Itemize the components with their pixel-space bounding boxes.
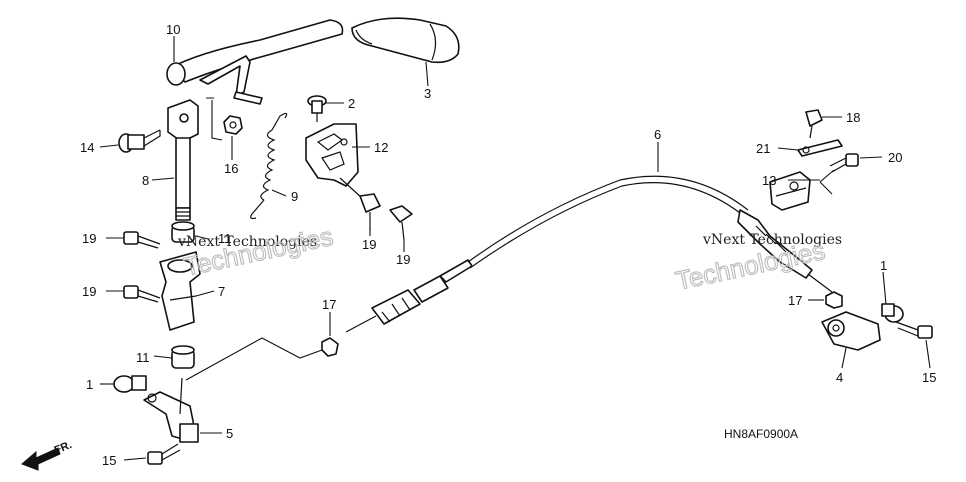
shift-arm bbox=[143, 377, 199, 443]
bolt-19-plate-right bbox=[389, 205, 413, 241]
bolt-20 bbox=[829, 153, 859, 173]
callout-17-left: 17 bbox=[322, 297, 336, 312]
watermark: vNext Technologies vNext Technologies Te… bbox=[177, 220, 842, 296]
watermark-big-left: Technologies bbox=[181, 221, 336, 282]
bolt-19-holder-upper bbox=[123, 231, 161, 249]
callout-8: 8 bbox=[142, 173, 149, 188]
watermark-right: vNext Technologies bbox=[702, 232, 842, 248]
pin-2 bbox=[307, 95, 327, 122]
callout-20: 20 bbox=[888, 150, 902, 165]
callout-12: 12 bbox=[374, 140, 388, 155]
callout-19-plate-right: 19 bbox=[396, 252, 410, 267]
return-spring bbox=[250, 112, 288, 220]
bolt-18 bbox=[805, 109, 823, 139]
callout-1-left: 1 bbox=[86, 377, 93, 392]
callout-11-lower: 11 bbox=[136, 350, 150, 365]
callout-9: 9 bbox=[291, 189, 298, 204]
front-direction-indicator: FR. bbox=[21, 439, 74, 471]
callout-7: 7 bbox=[218, 284, 225, 299]
callout-19-plate-left: 19 bbox=[362, 237, 376, 252]
shift-knob bbox=[351, 17, 460, 64]
bolt-19-holder-lower bbox=[123, 285, 161, 303]
bushing-11-lower bbox=[171, 345, 195, 369]
callout-labels: 10 3 2 12 14 16 8 9 19 19 19 19 11 7 11 … bbox=[80, 22, 936, 468]
nut-16 bbox=[223, 115, 243, 135]
nut-17-left bbox=[321, 337, 339, 357]
callout-14: 14 bbox=[80, 140, 94, 155]
callout-19-holder-lower: 19 bbox=[82, 284, 96, 299]
callout-3: 3 bbox=[424, 86, 431, 101]
callout-4: 4 bbox=[836, 370, 843, 385]
callout-1-right: 1 bbox=[880, 258, 887, 273]
callout-15-right: 15 bbox=[922, 370, 936, 385]
watermark-left: vNext Technologies bbox=[177, 234, 317, 250]
callout-17-right: 17 bbox=[788, 293, 802, 308]
cable-clip-21 bbox=[797, 139, 843, 157]
callout-16: 16 bbox=[224, 161, 238, 176]
front-arrow-icon bbox=[21, 447, 61, 471]
nut-17-right bbox=[825, 291, 843, 309]
callout-2: 2 bbox=[348, 96, 355, 111]
callout-6: 6 bbox=[654, 127, 661, 142]
front-label: FR. bbox=[53, 439, 74, 457]
bushing-11-upper bbox=[171, 221, 195, 243]
callout-10: 10 bbox=[166, 22, 180, 37]
cable-route-line bbox=[185, 337, 323, 381]
callout-13: 13 bbox=[762, 173, 776, 188]
shift-gate-plate bbox=[305, 123, 363, 199]
callout-15-left: 15 bbox=[102, 453, 116, 468]
callout-5: 5 bbox=[226, 426, 233, 441]
leader-lines bbox=[99, 36, 931, 461]
cable-bracket-13 bbox=[769, 171, 811, 211]
diagram-code: HN8AF0900A bbox=[724, 427, 798, 441]
shift-lever-arm bbox=[166, 19, 344, 105]
shift-shaft bbox=[167, 99, 199, 221]
ball-joint-1-right bbox=[881, 303, 904, 323]
ball-joint-1-left bbox=[113, 375, 147, 393]
callout-19-holder-upper: 19 bbox=[82, 231, 96, 246]
callout-21: 21 bbox=[756, 141, 770, 156]
callout-11-upper: 11 bbox=[218, 231, 232, 246]
pivot-holder bbox=[159, 251, 201, 331]
bolt-14 bbox=[118, 129, 161, 153]
bolt-15-right bbox=[895, 321, 933, 339]
control-cable bbox=[345, 175, 833, 333]
bolt-19-plate-left bbox=[359, 193, 381, 230]
bolt-15-left bbox=[147, 443, 181, 465]
cable-joint-4 bbox=[821, 311, 881, 351]
callout-18: 18 bbox=[846, 110, 860, 125]
